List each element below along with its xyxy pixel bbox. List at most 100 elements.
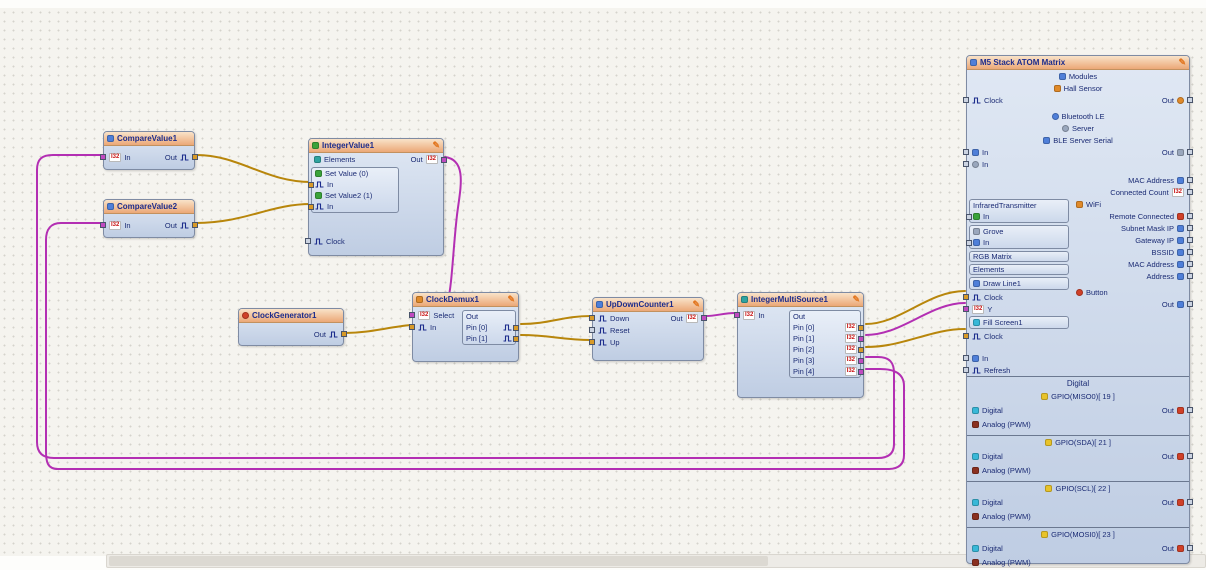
m5-serial-in-pin[interactable] [963,149,969,155]
setvalue2-in-pin[interactable] [308,203,314,210]
block-m5stack-atom-matrix[interactable]: M5 Stack ATOM Matrix ✎ Modules Hall Sens… [963,55,1193,567]
pin4-label: Pin [4] [793,367,815,376]
block-clockdemux1[interactable]: ClockDemux1 ✎ I32 Select In Out [409,292,519,362]
multisource-pin1-pin[interactable] [858,335,864,342]
comparevalue2-pin-row: I32 In Out [100,214,198,236]
gpio21-digital-row: Digital Out [967,449,1193,463]
button-out-pin[interactable] [1187,301,1193,307]
m5-mac-address-pin[interactable] [1187,177,1193,183]
gateway-pin[interactable] [1187,237,1193,243]
gpio23-out-pin[interactable] [1187,545,1193,551]
m5-in-bottom-pin[interactable] [963,355,969,361]
integervalue1-out-pin[interactable] [441,156,447,163]
m5-remote-connected-row: Remote Connected [1071,210,1193,222]
edit-pencil-icon[interactable]: ✎ [507,294,515,304]
updown-counter-icon [596,301,603,308]
demux-select-pin[interactable] [409,312,415,318]
block-clockgenerator1[interactable]: ClockGenerator1 Out [238,308,347,346]
integervalue1-clock-pin[interactable] [305,238,311,244]
edit-pencil-icon[interactable]: ✎ [1178,57,1186,67]
counter-down-pin[interactable] [589,315,595,321]
demux-pin0-pin[interactable] [513,324,519,331]
block-clockgenerator1-header[interactable]: ClockGenerator1 [239,309,343,323]
clock-generator-icon [242,312,249,319]
modules-label: Modules [1068,71,1098,81]
i32-badge: I32 [109,152,122,162]
setvalue0-in-pin[interactable] [308,181,314,188]
bluetooth-icon [1051,112,1059,120]
multisource-in-pin[interactable] [734,312,740,318]
refresh-pin[interactable] [963,367,969,373]
multisource-pin3-pin[interactable] [858,357,864,364]
m5-in2-row: In [963,158,1189,170]
address-pin[interactable] [1187,273,1193,279]
infrared-in-pin[interactable] [966,213,972,220]
bssid-pin[interactable] [1187,249,1193,255]
clock-label: Clock [326,236,345,246]
m5-in-bottom-row: In [963,352,1071,364]
comparevalue2-out-pin[interactable] [192,222,198,228]
m5-hall-clock-pin[interactable] [963,97,969,103]
grove-label: Grove [983,227,1004,236]
grove-in-pin[interactable] [966,239,972,246]
digital-label: Digital [982,451,1003,461]
horizontal-scrollbar-thumb[interactable] [109,556,768,566]
counter-reset-pin[interactable] [589,327,595,333]
digital-section-label: Digital [1066,378,1090,388]
mac2-pin[interactable] [1187,261,1193,267]
fillscreen-clock-pin[interactable] [963,333,969,339]
counter-out-pin[interactable] [701,315,707,321]
m5-hall-out-pin[interactable] [1187,97,1193,103]
block-comparevalue2-header[interactable]: CompareValue2 [104,200,194,214]
block-updowncounter1-header[interactable]: UpDownCounter1 ✎ [593,298,703,312]
comparevalue1-in-pin[interactable] [100,154,106,160]
m5-serial-out-pin[interactable] [1187,149,1193,155]
multisource-pin2-pin[interactable] [858,346,864,353]
gpio22-analog-row: Analog (PWM) [967,509,1189,523]
block-comparevalue2[interactable]: CompareValue2 I32 In Out [100,199,198,238]
counter-down-row: Down Out I32 [589,312,707,324]
gpio19-out-pin[interactable] [1187,407,1193,413]
clock-label: Clock [984,331,1003,341]
m5-wifi-row: WiFi [1071,198,1189,210]
ble-serial-icon [1043,136,1051,144]
gpio22-out-pin[interactable] [1187,499,1193,505]
block-comparevalue1-header[interactable]: CompareValue1 [104,132,194,146]
block-integervalue1[interactable]: IntegerValue1 ✎ Elements Out I32 Set Val… [305,138,447,256]
demux-out-box: Out Pin [0] Pin [1] [462,310,519,345]
m5-y-row: I32 Y [963,303,1071,315]
comparevalue1-out-pin[interactable] [192,154,198,160]
remote-connected-pin[interactable] [1187,213,1193,219]
clockgenerator1-out-pin[interactable] [341,331,347,337]
y-pin[interactable] [963,306,969,312]
edit-pencil-icon[interactable]: ✎ [692,299,700,309]
block-integermultisource1[interactable]: IntegerMultiSource1 ✎ I32 In Out Pin [0]… [734,292,864,398]
m5-header[interactable]: M5 Stack ATOM Matrix ✎ [967,56,1189,70]
block-clockdemux1-header[interactable]: ClockDemux1 ✎ [413,293,518,307]
gpio21-out-pin[interactable] [1187,453,1193,459]
drawline-clock-pin[interactable] [963,294,969,300]
block-updowncounter1[interactable]: UpDownCounter1 ✎ Down Out I32 Reset Up [589,297,707,361]
clock-icon [180,221,189,229]
multisource-pin4-pin[interactable] [858,368,864,375]
in-bottom-icon [972,354,979,362]
in2-icon [972,160,979,168]
block-integervalue1-header[interactable]: IntegerValue1 ✎ [309,139,443,153]
counter-up-pin[interactable] [589,339,595,345]
analog-icon [972,466,979,474]
multisource-pin0-pin[interactable] [858,324,864,331]
demux-in-pin[interactable] [409,324,415,330]
block-title: CompareValue1 [117,134,178,143]
clock-icon [503,324,512,331]
m5-in2-pin[interactable] [963,161,969,167]
clock-icon [972,332,981,340]
edit-pencil-icon[interactable]: ✎ [432,140,440,150]
comparevalue2-in-pin[interactable] [100,222,106,228]
block-comparevalue1[interactable]: CompareValue1 I32 In Out [100,131,198,170]
demux-pin1-pin[interactable] [513,335,519,342]
subnet-pin[interactable] [1187,225,1193,231]
edit-pencil-icon[interactable]: ✎ [852,294,860,304]
block-integermultisource1-header[interactable]: IntegerMultiSource1 ✎ [738,293,863,307]
m5-connected-count-pin[interactable] [1187,189,1193,195]
